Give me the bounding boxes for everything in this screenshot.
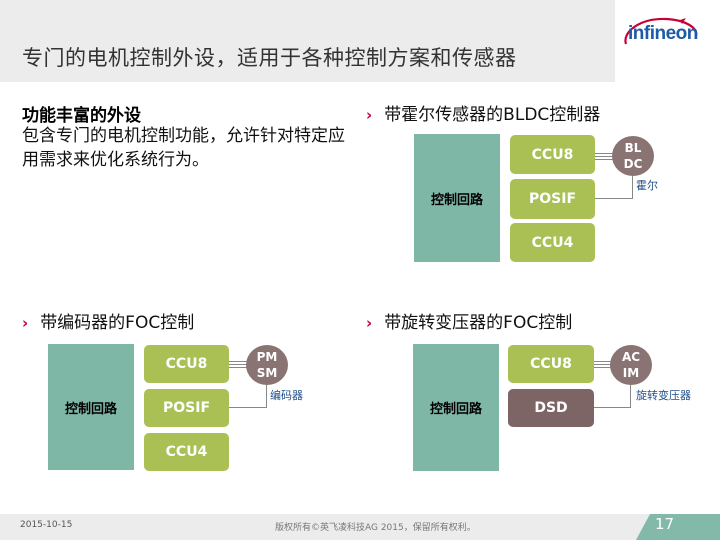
sensor-line: [632, 176, 633, 198]
ccu8-block: CCU8: [144, 345, 229, 383]
page-box-notch: [636, 514, 650, 540]
logo-text: infineon: [628, 23, 698, 44]
sensor-line: [595, 198, 633, 199]
motor-pmsm: PM SM: [246, 345, 288, 385]
connector-line: [229, 361, 247, 362]
motor-pmsm-line2: SM: [256, 366, 278, 380]
connector-line: [595, 156, 613, 157]
motor-bldc-line2: DC: [623, 157, 643, 171]
sensor-line: [266, 385, 267, 407]
connector-line: [595, 153, 613, 154]
chevron-right-icon: ›: [366, 314, 373, 332]
ccu8-block: CCU8: [510, 135, 595, 174]
connector-line: [229, 364, 247, 365]
motor-acim-line1: AC: [621, 350, 641, 364]
footer-copyright: 版权所有©英飞凌科技AG 2015，保留所有权利。: [275, 523, 476, 533]
posif-block: POSIF: [144, 389, 229, 427]
posif-block: POSIF: [510, 179, 595, 219]
slide-title: 专门的电机控制外设，适用于各种控制方案和传感器: [22, 46, 517, 70]
connector-line: [594, 367, 612, 368]
motor-acim-line2: IM: [622, 366, 640, 380]
ccu8-block: CCU8: [508, 345, 594, 383]
chevron-right-icon: ›: [22, 314, 29, 332]
connector-line: [594, 364, 612, 365]
logo-area: [615, 0, 720, 82]
connector-line: [229, 367, 247, 368]
section-heading-foc-encoder: › 带编码器的FOC控制: [22, 308, 194, 333]
section-heading-foc-encoder-label: 带编码器的FOC控制: [40, 313, 195, 333]
motor-bldc-line1: BL: [624, 141, 642, 155]
sensor-line: [594, 407, 631, 408]
sensor-label-hall: 霍尔: [636, 179, 658, 192]
feature-title: 功能丰富的外设: [22, 106, 141, 126]
section-heading-bldc-label: 带霍尔传感器的BLDC控制器: [384, 105, 601, 125]
footer-bar: [0, 514, 720, 540]
connector-line: [595, 159, 613, 160]
sensor-line: [630, 385, 631, 407]
page-number-box: [636, 514, 720, 540]
connector-line: [594, 361, 612, 362]
sensor-line: [229, 407, 267, 408]
control-loop-block: 控制回路: [413, 344, 499, 471]
motor-bldc: BL DC: [612, 136, 654, 176]
control-loop-block: 控制回路: [414, 134, 500, 262]
sensor-label-encoder: 编码器: [270, 389, 303, 402]
dsd-block: DSD: [508, 389, 594, 427]
ccu4-block: CCU4: [510, 223, 595, 262]
ccu4-block: CCU4: [144, 433, 229, 471]
chevron-right-icon: ›: [366, 106, 373, 124]
sensor-label-resolver: 旋转变压器: [636, 389, 691, 402]
infineon-logo: infineon: [620, 14, 700, 58]
section-heading-foc-resolver-label: 带旋转变压器的FOC控制: [384, 313, 573, 333]
motor-acim: AC IM: [610, 345, 652, 385]
footer-date: 2015-10-15: [20, 520, 73, 530]
section-heading-foc-resolver: › 带旋转变压器的FOC控制: [366, 308, 572, 333]
header-bar: [0, 0, 720, 82]
page-number: 17: [655, 515, 675, 533]
motor-pmsm-line1: PM: [256, 350, 278, 364]
feature-body: 包含专门的电机控制功能，允许针对特定应用需求来优化系统行为。: [22, 126, 345, 170]
section-heading-bldc: › 带霍尔传感器的BLDC控制器: [366, 100, 600, 125]
control-loop-block: 控制回路: [48, 344, 134, 470]
